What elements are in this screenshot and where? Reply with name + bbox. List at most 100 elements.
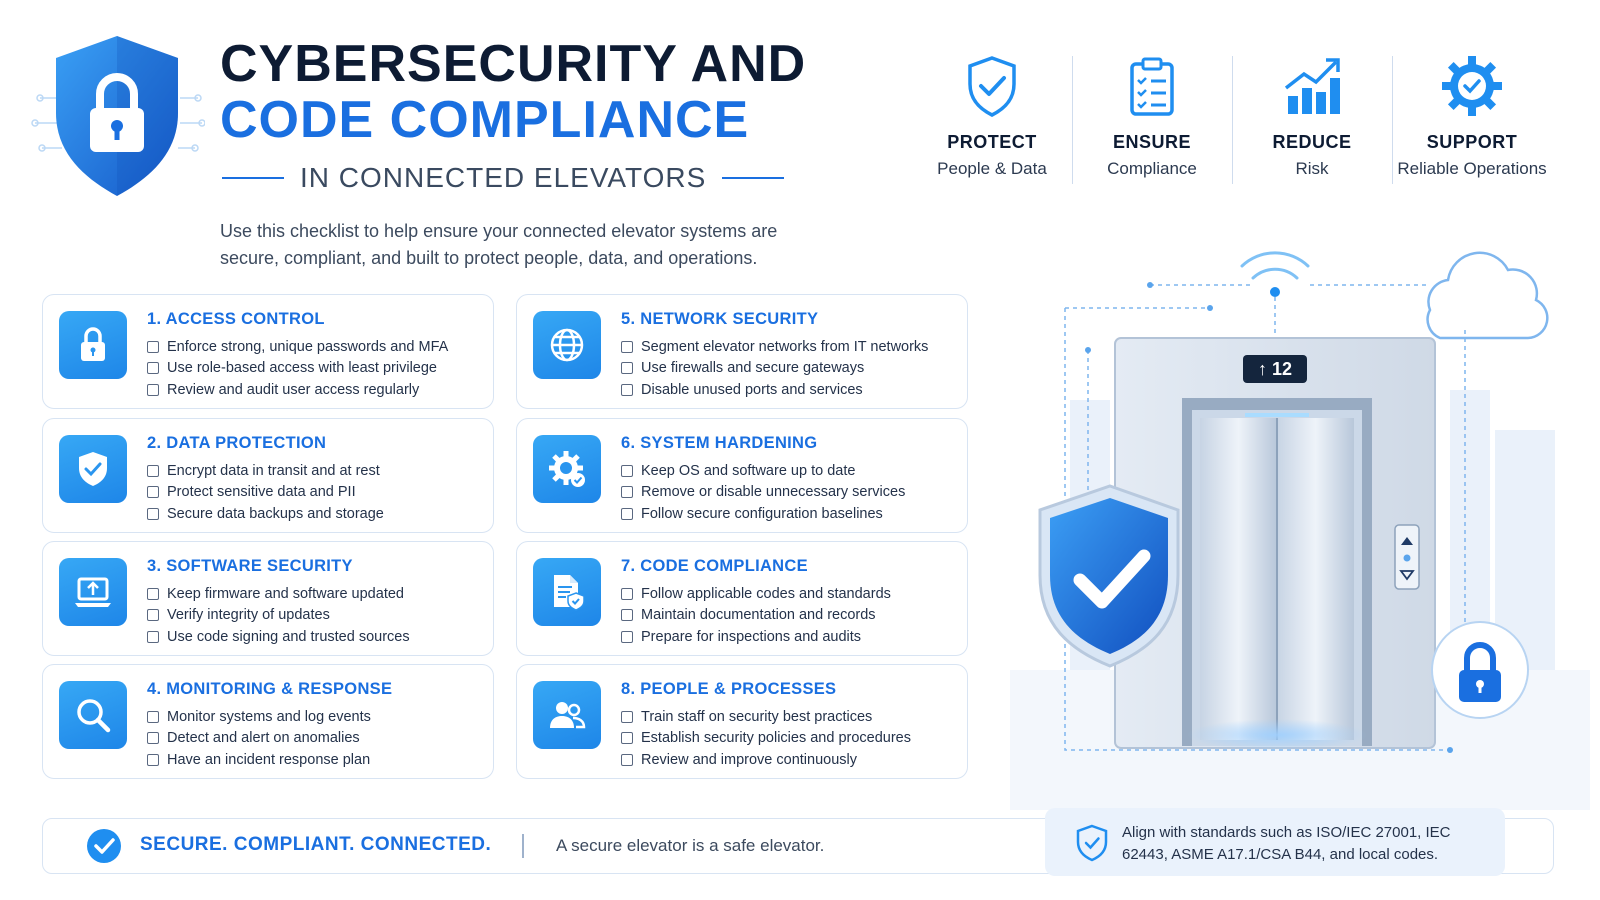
checkbox[interactable] — [621, 507, 633, 520]
pillar-support: SUPPORT Reliable Operations — [1392, 50, 1552, 190]
checkbox[interactable] — [621, 710, 633, 723]
checklist-item-label: Train staff on security best practices — [641, 708, 873, 725]
footer-divider — [522, 834, 524, 858]
checklist-card-network-security: 5. NETWORK SECURITY Segment elevator net… — [516, 294, 968, 409]
checkbox[interactable] — [147, 486, 159, 499]
checklist-item-label: Prepare for inspections and audits — [641, 628, 862, 645]
checklist: Encrypt data in transit and at rest Prot… — [147, 460, 384, 525]
checklist-item-label: Use role-based access with least privile… — [167, 360, 437, 377]
pillar-subtitle: People & Data — [937, 159, 1047, 178]
gear-check-icon — [1442, 56, 1502, 116]
checklist-item[interactable]: Prepare for inspections and audits — [621, 626, 891, 648]
shield-check-icon — [968, 56, 1016, 117]
card-title: 8. PEOPLE & PROCESSES — [621, 680, 837, 698]
card-title: 4. MONITORING & RESPONSE — [147, 680, 393, 698]
checkbox[interactable] — [147, 464, 159, 477]
checklist-item[interactable]: Secure data backups and storage — [147, 503, 384, 525]
checkbox[interactable] — [147, 587, 159, 600]
card-title: 3. SOFTWARE SECURITY — [147, 557, 353, 575]
checklist: Keep firmware and software updated Verif… — [147, 583, 410, 648]
checklist: Keep OS and software up to date Remove o… — [621, 460, 905, 525]
checklist-card-system-hardening: 6. SYSTEM HARDENING Keep OS and software… — [516, 418, 968, 533]
checklist-item[interactable]: Enforce strong, unique passwords and MFA — [147, 336, 448, 358]
checklist: Monitor systems and log events Detect an… — [147, 706, 371, 771]
checklist-item[interactable]: Remove or disable unnecessary services — [621, 482, 905, 504]
pillar-title: PROTECT — [947, 132, 1037, 152]
checkbox[interactable] — [147, 732, 159, 745]
checklist-item[interactable]: Detect and alert on anomalies — [147, 728, 371, 750]
pillar-title: REDUCE — [1272, 132, 1352, 152]
checklist-item[interactable]: Disable unused ports and services — [621, 379, 928, 401]
checklist-item-label: Keep OS and software up to date — [641, 462, 856, 479]
checklist-item-label: Follow applicable codes and standards — [641, 585, 891, 602]
intro-text: Use this checklist to help ensure your c… — [220, 221, 778, 268]
hero-shield-lock-icon — [31, 36, 205, 196]
checklist-item[interactable]: Protect sensitive data and PII — [147, 482, 384, 504]
checkbox[interactable] — [621, 464, 633, 477]
checklist-item[interactable]: Use code signing and trusted sources — [147, 626, 410, 648]
checklist-item[interactable]: Follow secure configuration baselines — [621, 503, 905, 525]
checklist-item[interactable]: Review and improve continuously — [621, 749, 911, 771]
checkbox[interactable] — [147, 710, 159, 723]
checkbox[interactable] — [147, 362, 159, 375]
card-title: 2. DATA PROTECTION — [147, 434, 327, 452]
checklist-item[interactable]: Have an incident response plan — [147, 749, 371, 771]
checklist-item[interactable]: Monitor systems and log events — [147, 706, 371, 728]
checkbox[interactable] — [147, 630, 159, 643]
lock-icon — [81, 327, 105, 361]
card-icon-tile — [59, 435, 127, 503]
checklist-item[interactable]: Review and audit user access regularly — [147, 379, 448, 401]
checklist-item[interactable]: Use firewalls and secure gateways — [621, 358, 928, 380]
card-icon-tile — [533, 311, 601, 379]
checkbox[interactable] — [621, 486, 633, 499]
card-icon-tile — [533, 558, 601, 626]
card-title: 1. ACCESS CONTROL — [147, 310, 325, 328]
checkbox[interactable] — [147, 609, 159, 622]
checkbox[interactable] — [621, 340, 633, 353]
checklist-card-access-control: 1. ACCESS CONTROL Enforce strong, unique… — [42, 294, 494, 409]
page-subtitle: IN CONNECTED ELEVATORS — [300, 162, 707, 193]
checkbox[interactable] — [621, 630, 633, 643]
laptop-upload-icon — [75, 577, 111, 607]
card-icon-tile — [59, 558, 127, 626]
checklist-item[interactable]: Encrypt data in transit and at rest — [147, 460, 384, 482]
checklist: Follow applicable codes and standards Ma… — [621, 583, 891, 648]
card-icon-tile — [59, 681, 127, 749]
checkbox[interactable] — [147, 507, 159, 520]
checklist-item[interactable]: Follow applicable codes and standards — [621, 583, 891, 605]
checkbox[interactable] — [147, 383, 159, 396]
checklist-card-software-security: 3. SOFTWARE SECURITY Keep firmware and s… — [42, 541, 494, 656]
checklist-item[interactable]: Verify integrity of updates — [147, 605, 410, 627]
card-title: 5. NETWORK SECURITY — [621, 310, 819, 328]
card-title: 6. SYSTEM HARDENING — [621, 434, 818, 452]
checklist-item[interactable]: Keep firmware and software updated — [147, 583, 410, 605]
checkbox[interactable] — [621, 753, 633, 766]
checklist-item[interactable]: Keep OS and software up to date — [621, 460, 905, 482]
shield-check-icon — [1076, 824, 1108, 862]
checkbox[interactable] — [621, 587, 633, 600]
checklist-item[interactable]: Establish security policies and procedur… — [621, 728, 911, 750]
checklist-item-label: Keep firmware and software updated — [167, 585, 404, 602]
checklist-item[interactable]: Maintain documentation and records — [621, 605, 891, 627]
card-icon-tile — [533, 681, 601, 749]
checklist-item-label: Use code signing and trusted sources — [167, 628, 410, 645]
checklist-item-label: Maintain documentation and records — [641, 607, 876, 624]
checklist: Train staff on security best practices E… — [621, 706, 911, 771]
checklist-item-label: Enforce strong, unique passwords and MFA — [167, 338, 449, 355]
check-circle-icon — [87, 829, 121, 863]
checklist-item[interactable]: Train staff on security best practices — [621, 706, 911, 728]
checklist-item[interactable]: Use role-based access with least privile… — [147, 358, 448, 380]
checkbox[interactable] — [621, 732, 633, 745]
footer-slogan: SECURE. COMPLIANT. CONNECTED. — [140, 834, 492, 855]
checklist-item-label: Establish security policies and procedur… — [641, 730, 911, 747]
checkbox[interactable] — [147, 340, 159, 353]
checkbox[interactable] — [621, 609, 633, 622]
pillar-protect: PROTECT People & Data — [912, 50, 1072, 190]
checklist: Segment elevator networks from IT networ… — [621, 336, 928, 401]
checkbox[interactable] — [621, 383, 633, 396]
checkbox[interactable] — [621, 362, 633, 375]
checklist-item-label: Protect sensitive data and PII — [167, 484, 356, 501]
checklist-item[interactable]: Segment elevator networks from IT networ… — [621, 336, 928, 358]
checkbox[interactable] — [147, 753, 159, 766]
checklist-item-label: Review and improve continuously — [641, 751, 857, 768]
